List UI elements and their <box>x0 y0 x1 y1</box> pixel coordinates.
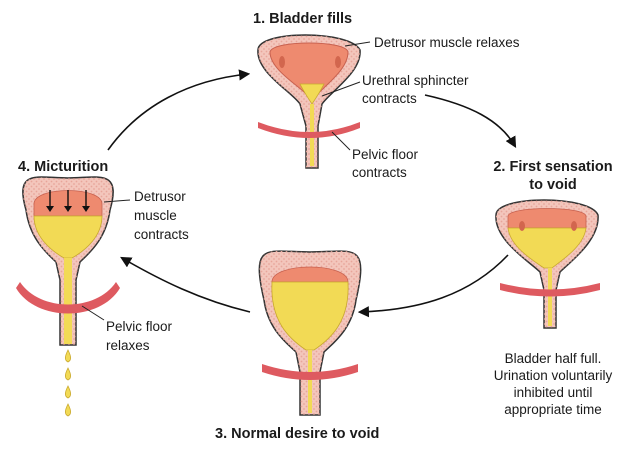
stage-1-title: 1. Bladder fills <box>253 11 353 27</box>
bladder-stage-2 <box>495 199 599 329</box>
leader-detrusor-relaxes <box>344 41 371 47</box>
note-line-2: Urination voluntarily <box>493 368 613 383</box>
note-line-1: Bladder half full. <box>504 351 602 366</box>
cycle-arrow-4-to-1 <box>107 69 251 151</box>
label-muscle: muscle <box>134 208 177 223</box>
cycle-arrow-2-to-3 <box>357 254 509 318</box>
label-urethral-contracts: contracts <box>362 91 417 106</box>
leader-detrusor-contracts <box>103 199 131 203</box>
stage-2-title-line-2: to void <box>529 177 577 193</box>
label-detrusor: Detrusor <box>134 189 186 204</box>
stage-2-note: Bladder half full. Urination voluntarily… <box>478 350 628 418</box>
leader-urethral-sphincter <box>321 81 361 97</box>
urine-drops <box>64 349 72 417</box>
label-urethral-sphincter: Urethral sphincter <box>362 73 469 88</box>
note-line-4: appropriate time <box>504 402 602 417</box>
label-pelvic-floor-contracts: contracts <box>352 165 407 180</box>
stage-2-title: 2. First sensation to void <box>478 158 628 194</box>
pelvic-floor-stage-2 <box>500 283 600 297</box>
stage-4-title: 4. Micturition <box>18 159 109 175</box>
bladder-stage-4 <box>22 176 114 346</box>
note-line-3: inhibited until <box>513 385 593 400</box>
leader-pelvic-floor-4 <box>81 305 105 321</box>
cycle-arrow-1-to-2 <box>424 94 517 148</box>
cycle-arrow-3-to-4 <box>120 256 251 313</box>
bladder-stage-1 <box>257 34 361 169</box>
pelvic-floor-stage-4 <box>16 282 120 314</box>
bladder-stage-3 <box>258 250 362 416</box>
label-relaxes: relaxes <box>106 338 150 353</box>
label-pelvic-floor-4: Pelvic floor <box>106 319 173 334</box>
pelvic-floor-stage-3 <box>262 364 358 380</box>
leader-pelvic-floor-1 <box>331 131 351 151</box>
label-contracts: contracts <box>134 227 189 242</box>
label-pelvic-floor-1: Pelvic floor <box>352 147 419 162</box>
stage-3-title: 3. Normal desire to void <box>215 426 380 442</box>
label-detrusor-relaxes: Detrusor muscle relaxes <box>374 35 520 50</box>
stage-2-title-line-1: 2. First sensation <box>493 159 613 175</box>
